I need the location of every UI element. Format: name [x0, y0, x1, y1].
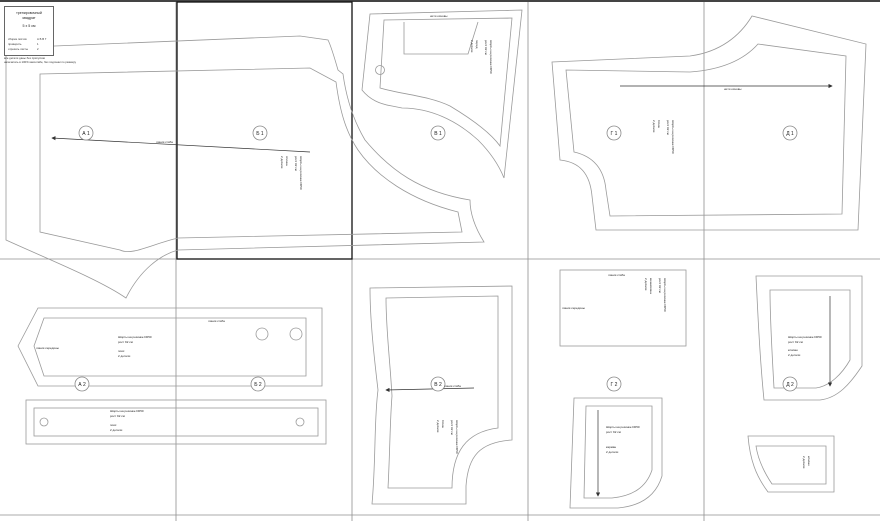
grain-label: линия сгиба	[608, 273, 625, 277]
info-row-label: проверить	[8, 42, 22, 46]
svg-text:спинка: спинка	[285, 156, 289, 166]
piece-texts: Шорты на резинке D050 рост 92 см пояс 2 …	[110, 40, 822, 469]
svg-text:мешковина: мешковина	[649, 278, 653, 294]
svg-text:2 детали: 2 детали	[280, 156, 284, 169]
svg-text:клапан: клапан	[807, 456, 811, 466]
grain-label: линия сгиба	[208, 319, 225, 323]
svg-text:рост 92 см: рост 92 см	[450, 420, 454, 435]
svg-text:карман: карман	[606, 445, 616, 449]
svg-text:рост 92 см: рост 92 см	[294, 156, 298, 171]
grain-label: нити основы	[724, 87, 741, 91]
svg-text:2 детали: 2 детали	[644, 278, 648, 291]
grain-label: линия середины	[36, 346, 59, 350]
svg-text:Шорты на резинке D050: Шорты на резинке D050	[489, 40, 493, 74]
svg-text:2 детали: 2 детали	[788, 353, 801, 357]
info-size: 5 х 5 см	[22, 24, 36, 28]
grain-line-back	[51, 136, 311, 153]
info-row-label: сборка листов	[8, 37, 27, 41]
grain-label: линия сгиба	[156, 140, 173, 144]
info-row-value: 1	[37, 42, 39, 46]
page-label: Д 1	[786, 131, 794, 137]
svg-text:2 детали: 2 детали	[652, 120, 656, 133]
pocket-bag-piece	[559, 269, 687, 347]
svg-text:рост 92 см: рост 92 см	[484, 40, 488, 55]
pocket-piece	[569, 397, 663, 509]
svg-text:Шорты на резинке D050: Шорты на резинке D050	[671, 120, 675, 154]
top-border	[0, 0, 880, 2]
svg-text:Шорты на резинке D050: Шорты на резинке D050	[606, 425, 640, 429]
info-row-value: А Б В Г	[37, 37, 47, 41]
page-label: Г 2	[611, 382, 618, 388]
page-label: В 1	[434, 131, 442, 137]
svg-text:клапан: клапан	[788, 348, 798, 352]
grain-label: линия середины	[562, 306, 585, 310]
small-piece	[747, 435, 835, 493]
svg-text:перед: перед	[475, 40, 479, 49]
svg-text:Шорты на резинке D050: Шорты на резинке D050	[118, 335, 152, 339]
svg-text:2 детали: 2 детали	[118, 354, 131, 358]
svg-text:Шорты на резинке D050: Шорты на резинке D050	[110, 409, 144, 413]
grain-label: линия сгиба	[444, 384, 461, 388]
page-label: Д 2	[786, 382, 794, 388]
info-box: тренировочный квадрат 5 х 5 см сборка ли…	[4, 6, 54, 56]
page-marker-labels: А 1 Б 1 В 1 Г 1 Д 1 А 2 Б 2 В 2 Г 2 Д 2	[78, 131, 794, 388]
page-label: А 1	[82, 131, 90, 137]
svg-text:2 детали: 2 детали	[470, 40, 474, 53]
svg-text:2 детали: 2 детали	[110, 428, 123, 432]
page-label: Г 1	[611, 131, 618, 137]
page-label: В 2	[434, 382, 442, 388]
svg-text:бочок: бочок	[657, 120, 661, 129]
svg-text:2 детали: 2 детали	[606, 450, 619, 454]
side-piece	[551, 15, 867, 231]
svg-text:рост 92 см: рост 92 см	[606, 430, 621, 434]
svg-text:Шорты на резинке D050: Шорты на резинке D050	[299, 156, 303, 190]
page-label: Б 2	[254, 382, 262, 388]
svg-text:рост 92 см: рост 92 см	[666, 120, 670, 135]
waistband-piece	[17, 307, 323, 387]
svg-text:Шорты на резинке D050: Шорты на резинке D050	[663, 278, 667, 312]
grain-label: нити основы	[430, 14, 447, 18]
svg-text:рост 92 см: рост 92 см	[658, 278, 662, 293]
info-title-2: квадрат	[22, 16, 36, 20]
front-piece	[361, 9, 523, 179]
back-piece	[5, 35, 485, 299]
grain-labels: линия сгиба нити основы нити основы лини…	[36, 14, 741, 388]
svg-text:рост 92 см: рост 92 см	[110, 414, 125, 418]
svg-text:пояс: пояс	[118, 349, 125, 353]
facing-piece	[369, 285, 513, 505]
info-note: напечатать в 100% масштабе, без подгонки…	[4, 60, 77, 64]
svg-text:Шорты на резинке D050: Шорты на резинке D050	[455, 420, 459, 454]
info-row-value: 2	[37, 47, 39, 51]
page-label: Б 1	[256, 131, 264, 137]
svg-text:пояс: пояс	[110, 423, 117, 427]
svg-text:Шорты на резинке D050: Шорты на резинке D050	[788, 335, 822, 339]
info-row-label: отрезать листы	[8, 47, 28, 51]
svg-text:бочок: бочок	[441, 420, 445, 429]
svg-text:рост 92 см: рост 92 см	[788, 340, 803, 344]
test-square-page	[176, 1, 353, 260]
page-markers	[74, 125, 798, 392]
svg-text:2 детали: 2 детали	[436, 420, 440, 433]
svg-text:2 детали: 2 детали	[802, 456, 806, 469]
strip-piece	[25, 399, 327, 445]
info-title: тренировочный	[16, 11, 42, 15]
svg-text:рост 92 см: рост 92 см	[118, 340, 133, 344]
info-note: все детали даны без припусков	[4, 56, 45, 60]
page-label: А 2	[78, 382, 86, 388]
